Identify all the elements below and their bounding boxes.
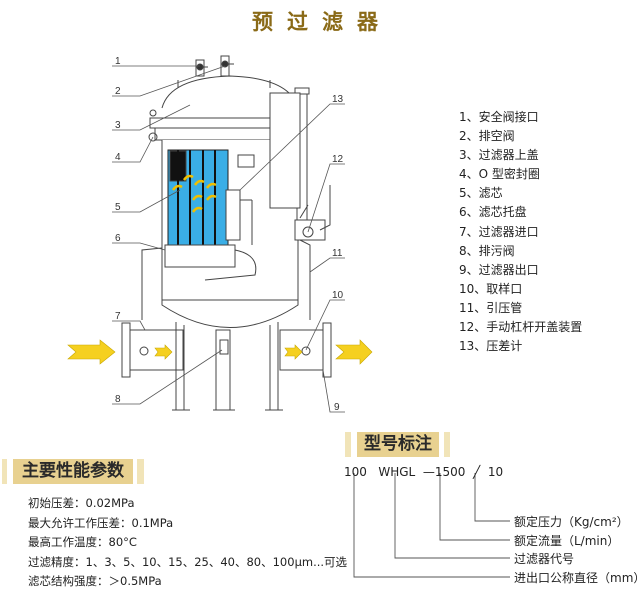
legend-item: 6、滤芯托盘 — [459, 205, 527, 220]
page-title: 预过滤器 — [252, 10, 392, 34]
parts-legend: 1、安全阀接口 2、排空阀 3、过滤器上盖 4、O 型密封圈 5、滤芯 6、滤芯… — [459, 108, 582, 356]
legend-item: 10、取样口 — [459, 281, 523, 296]
callout-line-13 — [239, 103, 345, 191]
model-code-connectors — [353, 473, 510, 578]
callout-1: 1 — [115, 56, 121, 67]
callout-13: 13 — [332, 94, 344, 105]
model-code: 100 WHGL —1500 ╱ 10 — [344, 465, 504, 479]
inlet-pipe — [127, 329, 184, 371]
callout-7: 7 — [115, 311, 121, 322]
legend-item: 4、O 型密封圈 — [459, 167, 540, 182]
param-item: 初始压差：0.02MPa — [28, 496, 135, 510]
param-item: 滤芯结构强度：＞0.5MPa — [28, 574, 162, 589]
callout-4: 4 — [115, 152, 121, 163]
param-item: 过滤精度：1、3、5、10、15、25、40、80、100μm...可选 — [28, 554, 348, 569]
callout-12: 12 — [332, 154, 344, 165]
performance-header: 主要性能参数 — [0, 459, 150, 484]
callout-line-10 — [305, 299, 345, 351]
o-ring — [148, 132, 158, 142]
legend-item: 8、排污阀 — [459, 243, 515, 258]
callout-line-12 — [307, 163, 345, 233]
param-item: 最高工作温度：80°C — [28, 535, 137, 550]
legend-item: 12、手动杠杆开盖装置 — [459, 320, 583, 335]
pressure-pipe-left — [141, 247, 163, 320]
legend-item: 1、安全阀接口 — [459, 110, 539, 124]
callout-line-9 — [322, 369, 345, 413]
model-header: 型号标注 — [345, 432, 465, 457]
legend-item: 9、过滤器出口 — [459, 262, 539, 277]
callout-line-8 — [112, 349, 223, 405]
safety-valve-port — [195, 59, 208, 77]
legend-item: 11、引压管 — [459, 300, 523, 315]
manual-lever-device — [294, 219, 326, 241]
callout-10: 10 — [332, 290, 344, 301]
callout-8: 8 — [115, 394, 121, 405]
legend-item: 5、滤芯 — [459, 186, 503, 201]
callout-11: 11 — [332, 248, 343, 259]
callout-5: 5 — [115, 202, 121, 213]
model-desc-flow: 额定流量（L/min） — [514, 534, 620, 548]
legend-item: 2、排空阀 — [459, 129, 515, 144]
callout-line-6 — [112, 242, 166, 251]
header-accent-bar — [2, 459, 7, 484]
legend-item: 3、过滤器上盖 — [459, 148, 539, 163]
callout-2: 2 — [115, 86, 121, 97]
callout-line-4 — [112, 136, 154, 163]
header-accent-bar — [137, 459, 144, 484]
header-accent-bar — [345, 432, 351, 457]
legend-item: 7、过滤器进口 — [459, 224, 539, 239]
callout-line-5 — [112, 189, 181, 213]
model-desc-code: 过滤器代号 — [514, 552, 575, 566]
filter-tray — [164, 244, 236, 268]
drain-valve — [219, 339, 229, 355]
callout-line-2 — [112, 65, 226, 97]
model-desc-pressure: 额定压力（Kg/cm²） — [514, 515, 629, 529]
vent-valve — [220, 55, 234, 77]
inlet-arrow-icon — [67, 339, 116, 365]
outlet-arrow-icon — [335, 339, 373, 365]
pressure-pipe-right — [299, 239, 311, 320]
callout-9: 9 — [334, 402, 340, 413]
performance-params: 初始压差：0.02MPa 最大允许工作压差：0.1MPa 最高工作温度：80°C… — [28, 494, 347, 592]
callout-6: 6 — [115, 233, 121, 244]
param-item: 最大允许工作压差：0.1MPa — [28, 515, 174, 530]
model-desc-diameter: 进出口公称直径（mm） — [514, 571, 644, 585]
callout-3: 3 — [115, 120, 121, 131]
callout-line-11 — [309, 257, 345, 273]
performance-heading: 主要性能参数 — [13, 459, 133, 484]
model-heading: 型号标注 — [357, 432, 439, 457]
differential-gauge — [225, 189, 241, 241]
callout-line-3 — [112, 104, 191, 131]
header-accent-bar — [444, 432, 450, 457]
callout-line-7 — [112, 320, 146, 331]
legend-item: 13、压差计 — [459, 339, 523, 354]
